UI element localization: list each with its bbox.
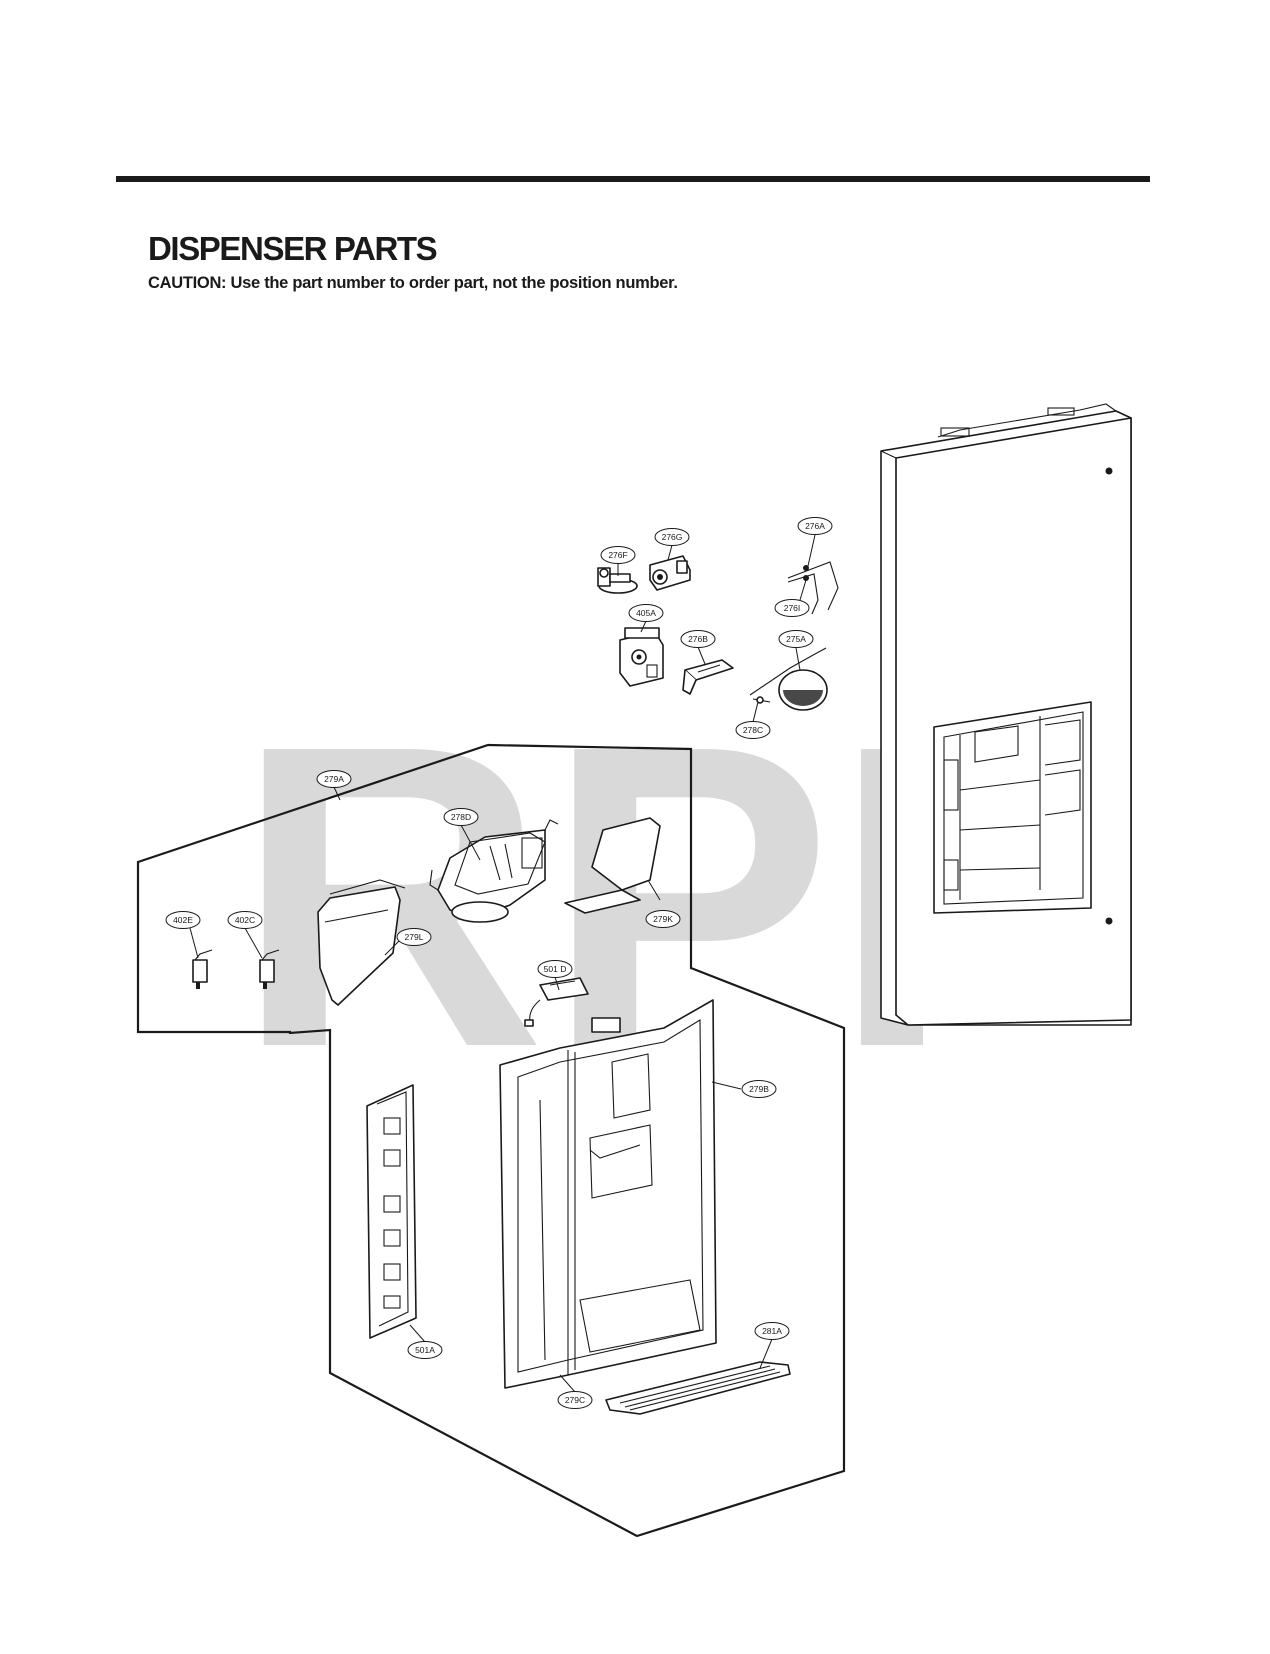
svg-text:405A: 405A	[636, 608, 656, 618]
part-279L	[317, 879, 406, 1006]
callout-402E: 402E	[165, 911, 201, 929]
svg-text:276I: 276I	[784, 603, 801, 613]
callout-402C: 402C	[227, 911, 263, 929]
svg-text:402E: 402E	[173, 915, 193, 925]
svg-text:276B: 276B	[688, 634, 708, 644]
part-276F	[597, 567, 638, 594]
svg-text:278D: 278D	[451, 812, 471, 822]
svg-text:275A: 275A	[786, 634, 806, 644]
callout-279L: 279L	[396, 928, 432, 946]
callout-279B: 279B	[741, 1080, 777, 1098]
caution-note: CAUTION: Use the part number to order pa…	[148, 274, 678, 292]
svg-text:281A: 281A	[762, 1326, 782, 1336]
header-rule	[116, 176, 1150, 182]
svg-text:276G: 276G	[662, 532, 683, 542]
part-402C	[259, 949, 280, 989]
svg-text:279B: 279B	[749, 1084, 769, 1094]
svg-text:278C: 278C	[743, 725, 763, 735]
group-outline-279A	[136, 743, 846, 1538]
callout-281A: 281A	[754, 1322, 790, 1340]
part-281A	[605, 1361, 791, 1415]
callout-279K: 279K	[645, 910, 681, 928]
callout-276B: 276B	[680, 630, 716, 648]
callout-275A: 275A	[778, 630, 814, 648]
part-276G	[649, 555, 691, 591]
callout-279A: 279A	[316, 770, 352, 788]
callout-276F: 276F	[600, 546, 636, 564]
part-501D	[524, 977, 589, 1027]
part-276A	[787, 561, 839, 615]
page-title: DISPENSER PARTS	[148, 230, 438, 267]
svg-text:501 D: 501 D	[544, 964, 567, 974]
svg-text:279C: 279C	[565, 1395, 585, 1405]
callout-278D: 278D	[443, 808, 479, 826]
callout-501A: 501A	[407, 1341, 443, 1359]
callout-405A: 405A	[628, 604, 664, 622]
part-402E	[192, 949, 213, 989]
svg-text:402C: 402C	[235, 915, 255, 925]
callout-279C: 279C	[557, 1391, 593, 1409]
part-278D	[429, 819, 559, 923]
part-501A	[366, 1084, 417, 1339]
part-279B	[499, 999, 717, 1389]
svg-text:279L: 279L	[405, 932, 424, 942]
callout-276I: 276I	[774, 599, 810, 617]
callout-276G: 276G	[654, 528, 690, 546]
svg-text:276F: 276F	[608, 550, 627, 560]
svg-text:501A: 501A	[415, 1345, 435, 1355]
svg-text:279A: 279A	[324, 774, 344, 784]
callout-501D: 501 D	[537, 960, 573, 978]
leader-lines	[189, 534, 816, 1393]
callout-276A: 276A	[797, 517, 833, 535]
svg-text:276A: 276A	[805, 521, 825, 531]
part-405A	[619, 627, 664, 687]
part-275A	[749, 647, 828, 711]
part-276B	[682, 659, 734, 695]
part-279K	[564, 817, 661, 914]
svg-text:279K: 279K	[653, 914, 673, 924]
refrigerator-door	[880, 403, 1132, 1026]
callout-278C: 278C	[735, 721, 771, 739]
